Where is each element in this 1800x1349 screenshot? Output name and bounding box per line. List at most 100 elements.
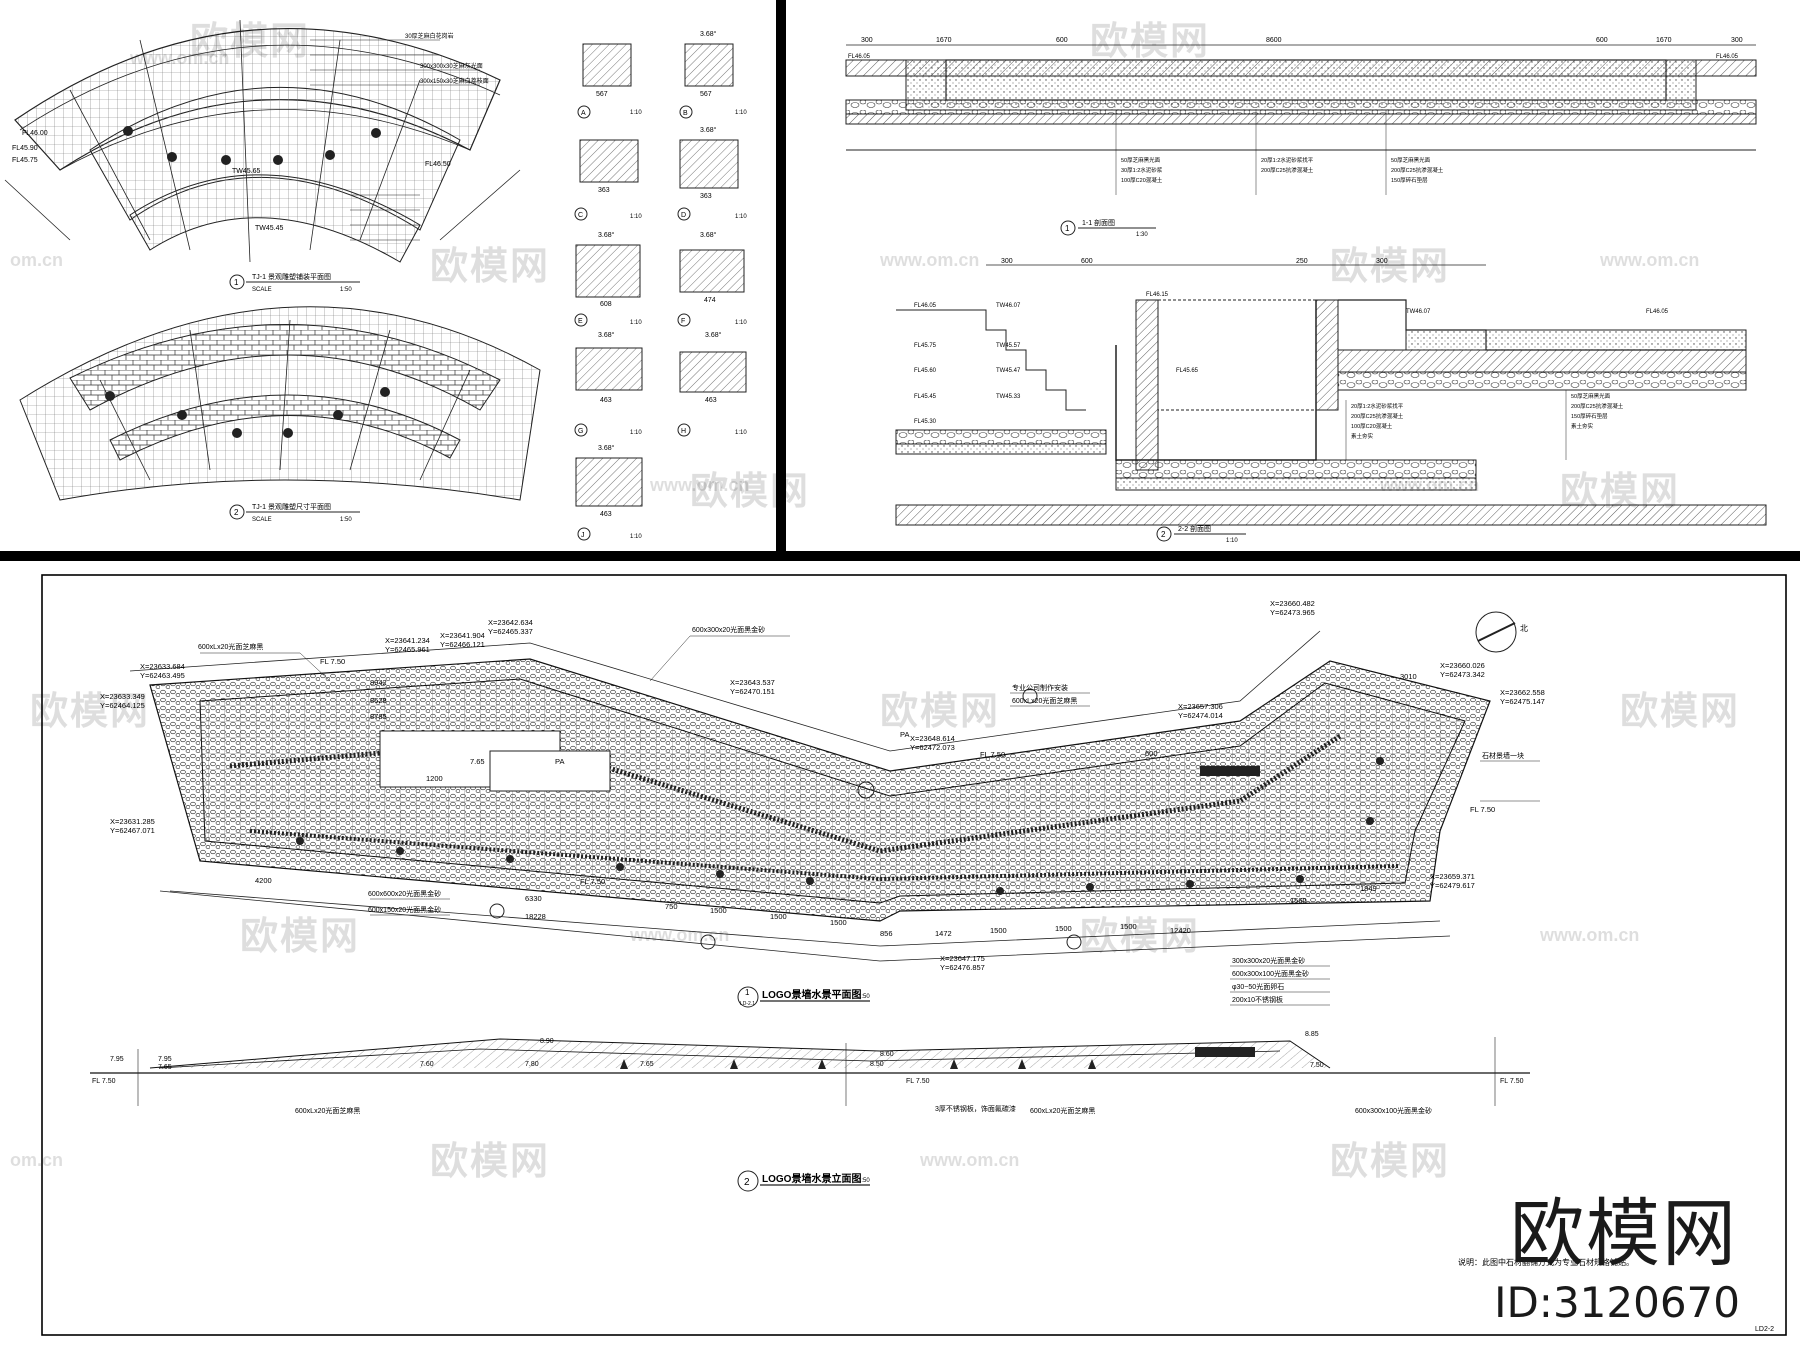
svg-text:300x300x20光面黑金砂: 300x300x20光面黑金砂	[1232, 956, 1305, 965]
svg-text:φ30~50光面卵石: φ30~50光面卵石	[1232, 982, 1284, 991]
svg-text:7.80: 7.80	[525, 1061, 539, 1068]
detail-f: 3.68° 474 F 1:10	[677, 231, 747, 327]
svg-text:8942: 8942	[370, 678, 387, 687]
svg-text:4200: 4200	[255, 876, 272, 885]
svg-text:1849: 1849	[1360, 884, 1377, 893]
detail-a: 567 A 1:10	[577, 43, 642, 119]
svg-text:FL46.05: FL46.05	[1646, 309, 1669, 315]
svg-text:X=23633.349: X=23633.349	[100, 692, 145, 701]
svg-text:TW46.07: TW46.07	[996, 303, 1021, 309]
plan-1-fan: 30厚芝麻白花岗岩 300x300x30芝麻灰光面 300x150x30芝麻白荔…	[4, 19, 521, 293]
plan2-title: TJ-1 景观雕塑尺寸平面图	[252, 502, 331, 511]
section-1-1: 300 1670 600 8600 600 1670 300 FL46.05 F…	[845, 37, 1757, 238]
svg-text:600xLx20光面芝麻黑: 600xLx20光面芝麻黑	[1030, 1106, 1095, 1115]
logo-wall-block	[1200, 766, 1260, 776]
svg-text:TW45.47: TW45.47	[996, 368, 1021, 374]
section2-title: 2-2 剖面图	[1178, 524, 1211, 533]
sheet-number: LD2-2	[1755, 1326, 1774, 1333]
elevation-callouts: 600xLx20光面芝麻黑 600xLx20光面芝麻黑 600x300x100光…	[295, 1104, 1432, 1115]
svg-text:567: 567	[700, 91, 712, 98]
svg-text:3010: 3010	[1400, 672, 1417, 681]
svg-text:7.50: 7.50	[1310, 1062, 1324, 1069]
svg-text:1:10: 1:10	[630, 214, 642, 220]
plan1-note-1: 30厚芝麻白花岗岩	[405, 32, 454, 40]
svg-text:1472: 1472	[935, 929, 952, 938]
svg-text:200厚C25抗渗混凝土: 200厚C25抗渗混凝土	[1351, 412, 1404, 420]
svg-text:Y=62473.965: Y=62473.965	[1270, 608, 1315, 617]
divider-horizontal	[0, 551, 1800, 561]
svg-text:3.68°: 3.68°	[700, 30, 717, 38]
plan1-number-circle	[229, 274, 245, 290]
svg-text:FL46.05: FL46.05	[848, 54, 871, 60]
svg-text:X=23647.175: X=23647.175	[940, 954, 985, 963]
panel-sections: 300 1670 600 8600 600 1670 300 FL46.05 F…	[786, 0, 1800, 551]
svg-text:600: 600	[1056, 37, 1068, 44]
svg-text:FL46.15: FL46.15	[1146, 292, 1169, 298]
svg-text:1:10: 1:10	[1226, 538, 1238, 544]
svg-text:6330: 6330	[525, 894, 542, 903]
svg-text:TW45.57: TW45.57	[996, 343, 1021, 349]
svg-text:50厚芝麻黑光面: 50厚芝麻黑光面	[1121, 156, 1161, 164]
svg-text:PA: PA	[555, 757, 564, 766]
plan1-level-2: FL45.90	[12, 145, 38, 152]
svg-text:FL46.05: FL46.05	[914, 303, 937, 309]
dimension-labels: 8942 8628 8785 4200 6330 18228 750 1500 …	[255, 672, 1417, 938]
svg-text:7.65: 7.65	[470, 757, 485, 766]
svg-text:600xLx20光面芝麻黑: 600xLx20光面芝麻黑	[198, 642, 263, 651]
plan1-note-3: 300x150x30芝麻白荔枝面	[420, 77, 489, 85]
svg-text:Y=62464.125: Y=62464.125	[100, 701, 145, 710]
svg-text:FL 7.50: FL 7.50	[906, 1078, 930, 1085]
detail-j: 3.68° 463 J 1:10	[575, 444, 643, 541]
svg-text:1670: 1670	[936, 37, 952, 44]
svg-text:1500: 1500	[710, 906, 727, 915]
svg-text:50厚芝麻黑光面: 50厚芝麻黑光面	[1571, 392, 1611, 400]
svg-text:3.68°: 3.68°	[598, 231, 615, 239]
svg-text:100厚C20混凝土: 100厚C20混凝土	[1121, 176, 1163, 184]
svg-text:8.60: 8.60	[880, 1051, 894, 1058]
svg-text:250: 250	[1296, 258, 1308, 265]
svg-text:100厚C20混凝土: 100厚C20混凝土	[1351, 422, 1393, 430]
svg-text:FL 7.50: FL 7.50	[1470, 805, 1495, 814]
svg-text:D: D	[681, 212, 686, 219]
svg-text:C: C	[578, 212, 583, 219]
svg-text:X=23641.234: X=23641.234	[385, 636, 430, 645]
svg-text:200x10不锈钢板: 200x10不锈钢板	[1232, 995, 1283, 1004]
svg-text:1670: 1670	[1656, 37, 1672, 44]
svg-text:150厚碎石垫层: 150厚碎石垫层	[1391, 176, 1428, 184]
svg-text:1500: 1500	[1120, 922, 1137, 931]
plan1-note-2: 300x300x30芝麻灰光面	[420, 62, 483, 70]
svg-text:12420: 12420	[1170, 926, 1191, 935]
svg-text:FL46.05: FL46.05	[1716, 54, 1739, 60]
svg-text:专业公司制作安装: 专业公司制作安装	[1012, 683, 1068, 692]
svg-text:FL 7.50: FL 7.50	[980, 750, 1005, 759]
detail-g: 3.68° 463 G 1:10	[574, 331, 643, 437]
section-markers	[489, 688, 1082, 950]
svg-text:300: 300	[1731, 37, 1743, 44]
plan1-level-5: FL46.50	[425, 161, 451, 168]
svg-text:J: J	[581, 532, 585, 539]
plan-fl-labels: FL 7.50 FL 7.50 FL 7.50 FL 7.50 PA PA	[320, 657, 1495, 886]
svg-text:FL45.30: FL45.30	[914, 419, 937, 425]
svg-text:300: 300	[1376, 258, 1388, 265]
elevation-title-circle	[737, 1170, 759, 1192]
panel-sculpture-plans: 30厚芝麻白花岗岩 300x300x30芝麻灰光面 300x150x30芝麻白荔…	[0, 0, 776, 548]
svg-text:8785: 8785	[370, 712, 387, 721]
svg-text:600x600x20光面黑金砂: 600x600x20光面黑金砂	[368, 889, 441, 898]
svg-text:FL45.65: FL45.65	[1176, 368, 1199, 374]
logo-wall-elevation: 7.95 7.95 7.65 8.90 8.60 8.50 8.85 7.50 …	[90, 1031, 1774, 1333]
svg-text:X=23659.371: X=23659.371	[1430, 872, 1475, 881]
svg-text:LD-2.1: LD-2.1	[740, 1001, 755, 1007]
svg-text:Y=62463.495: Y=62463.495	[140, 671, 185, 680]
svg-text:600: 600	[1081, 258, 1093, 265]
svg-text:600xLx20光面芝麻黑: 600xLx20光面芝麻黑	[295, 1106, 360, 1115]
svg-text:Y=62470.151: Y=62470.151	[730, 687, 775, 696]
plan1-scale: 1:50	[340, 287, 352, 293]
svg-text:E: E	[578, 318, 583, 325]
svg-text:2: 2	[744, 1177, 750, 1188]
svg-text:856: 856	[880, 929, 893, 938]
drawing-note: 说明：此图中石材翻铺方式为专业石材规格铺贴。	[1458, 1257, 1634, 1267]
svg-text:X=23662.558: X=23662.558	[1500, 688, 1545, 697]
svg-text:363: 363	[598, 187, 610, 194]
plan-2-fan: 2 TJ-1 景观雕塑尺寸平面图 SCALE 1:50	[19, 306, 541, 523]
svg-text:Y=62465.337: Y=62465.337	[488, 627, 533, 636]
